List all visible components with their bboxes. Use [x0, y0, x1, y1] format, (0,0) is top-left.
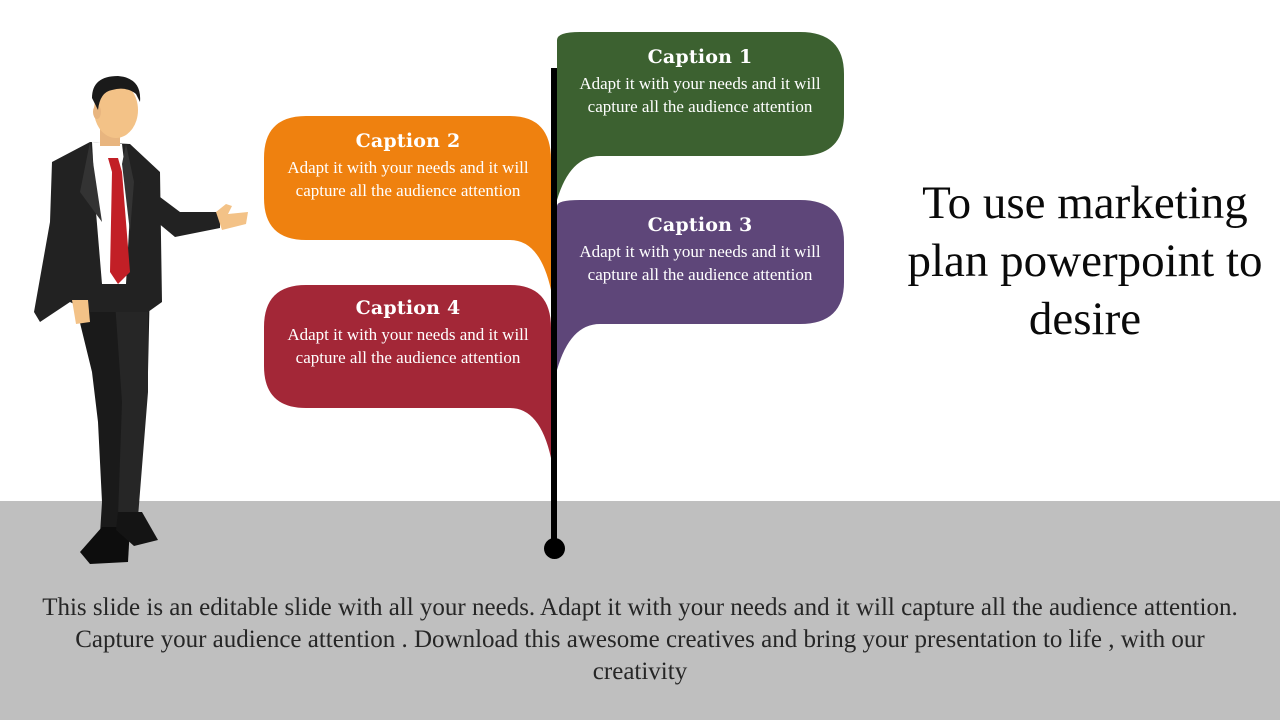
caption-4-title: Caption 4 — [355, 297, 461, 319]
signpost-base — [544, 538, 565, 559]
caption-1-text: Adapt it with your needs and it will cap… — [579, 74, 821, 116]
flag-1-shape — [557, 32, 844, 200]
caption-2-text: Adapt it with your needs and it will cap… — [287, 158, 529, 200]
caption-2: Caption 2 Adapt it with your needs and i… — [264, 116, 552, 240]
caption-3-title: Caption 3 — [647, 214, 753, 236]
flag-4-shape — [264, 285, 551, 458]
slide-headline: To use marketing plan powerpoint to desi… — [907, 177, 1263, 345]
signpost-pole — [551, 68, 557, 548]
caption-3: Caption 3 Adapt it with your needs and i… — [556, 200, 844, 324]
caption-1: Caption 1 Adapt it with your needs and i… — [556, 32, 844, 156]
floor-band — [0, 501, 1280, 720]
caption-2-title: Caption 2 — [355, 130, 461, 152]
caption-4-text: Adapt it with your needs and it will cap… — [287, 325, 529, 367]
flag-3-shape — [557, 200, 844, 370]
flag-2-shape — [264, 116, 551, 290]
businessman-illustration — [34, 76, 248, 564]
caption-4: Caption 4 Adapt it with your needs and i… — [264, 283, 552, 407]
caption-1-title: Caption 1 — [647, 46, 753, 68]
slide-footer-text: This slide is an editable slide with all… — [42, 594, 1238, 685]
caption-3-text: Adapt it with your needs and it will cap… — [579, 242, 821, 284]
